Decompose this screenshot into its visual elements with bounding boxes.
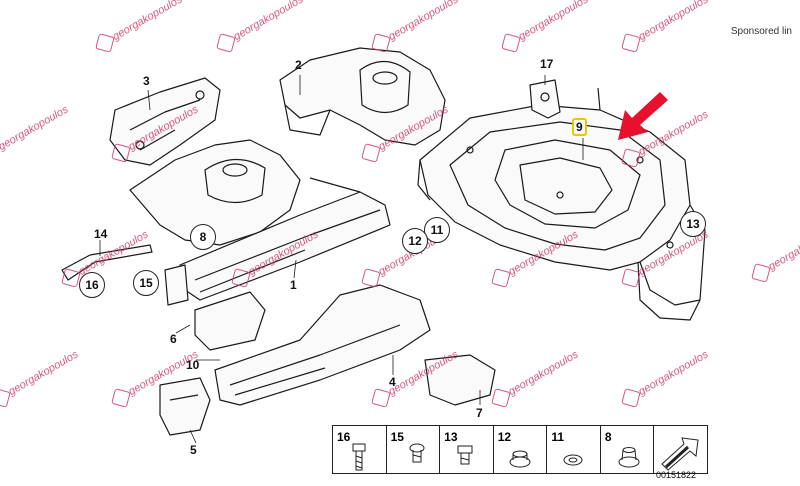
- callout-13: 13: [680, 211, 706, 237]
- callout-3: 3: [143, 74, 150, 88]
- bolt-icon: [409, 443, 425, 463]
- legend-label: 13: [444, 430, 458, 444]
- washer-icon: [563, 454, 583, 466]
- callout-15: 15: [133, 270, 159, 296]
- arrow-icon: [661, 437, 700, 471]
- legend-cell-11: 11: [547, 426, 601, 473]
- callout-5: 5: [190, 443, 197, 457]
- callout-14: 14: [94, 227, 108, 241]
- callout-2: 2: [295, 58, 302, 72]
- legend-label: 8: [604, 430, 612, 444]
- legend-cell-16: 16: [333, 426, 387, 473]
- part-14-clip: [61, 244, 153, 281]
- callout-17: 17: [540, 57, 554, 71]
- callout-9: 9: [572, 118, 587, 136]
- nut-icon: [509, 450, 531, 468]
- grommet-icon: [618, 447, 640, 468]
- part-1-side-rail: [179, 177, 391, 301]
- legend-cell-8: 8: [601, 426, 655, 473]
- legend-cell-13: 13: [440, 426, 494, 473]
- legend-label: 11: [551, 430, 564, 444]
- part-8-wheel-house: [129, 139, 301, 246]
- part-4-lower-member: [214, 284, 431, 406]
- callout-8: 8: [190, 224, 216, 250]
- document-number: 00151822: [656, 470, 697, 480]
- legend-cell-12: 12: [494, 426, 548, 473]
- bolt-icon: [457, 445, 473, 465]
- part-9-front-carrier: [417, 84, 706, 321]
- highlight-arrow: [618, 92, 668, 140]
- part-15-plate: [164, 264, 189, 306]
- legend-label: 15: [390, 430, 404, 444]
- bolt-icon: [352, 443, 366, 471]
- part-7-bracket: [424, 354, 496, 406]
- part-2-wheel-arch: [279, 47, 446, 146]
- legend-cell-arrow: [654, 426, 707, 473]
- part-6-bracket: [194, 291, 266, 351]
- callout-11: 11: [424, 217, 450, 243]
- part-3-brace: [109, 77, 221, 166]
- legend-cell-15: 15: [387, 426, 441, 473]
- sponsored-label: Sponsored lin: [730, 26, 792, 37]
- legend-label: 12: [497, 430, 512, 444]
- callout-10: 10: [186, 358, 200, 372]
- callout-6: 6: [170, 332, 177, 346]
- callout-4: 4: [389, 375, 396, 389]
- callout-1: 1: [290, 278, 297, 292]
- part-17-bracket: [529, 79, 561, 119]
- part-5-mount: [159, 377, 211, 436]
- callout-16: 16: [79, 272, 105, 298]
- fastener-legend: 16 15 13 12 11 8: [332, 425, 708, 474]
- callout-7: 7: [476, 406, 483, 420]
- legend-label: 16: [337, 430, 351, 444]
- callout-12: 12: [402, 228, 428, 254]
